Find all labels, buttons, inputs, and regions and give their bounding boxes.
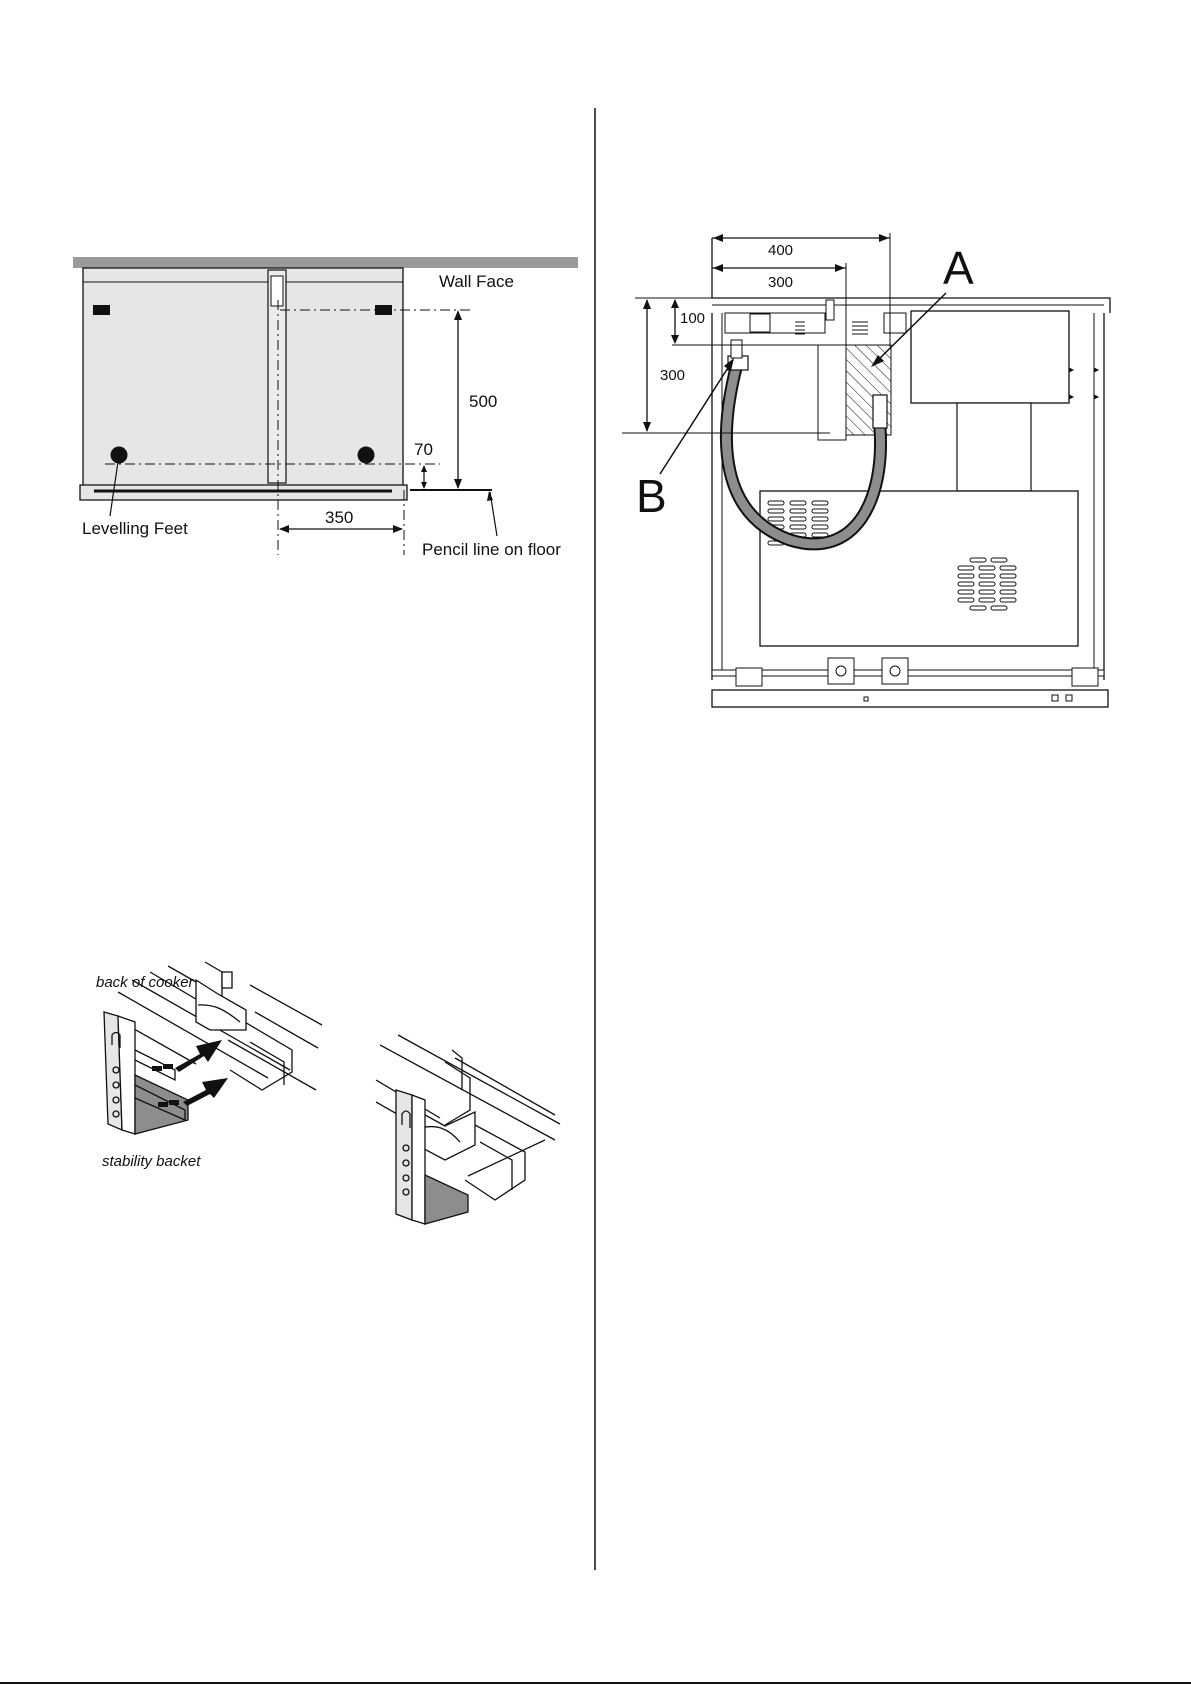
gas-connection-diagram: 400 300 100 300 A B <box>622 233 1110 707</box>
cooker-base <box>712 690 1108 707</box>
stability-bracket-label: stability backet <box>102 1153 201 1170</box>
wall-strip <box>73 257 578 268</box>
label-a: A <box>943 242 974 294</box>
cooker-back-panel <box>83 268 403 490</box>
mount-slot-left <box>93 305 110 315</box>
vertical-channel <box>818 345 846 440</box>
dim-300-vertical-label: 300 <box>660 367 685 384</box>
label-b: B <box>636 470 667 522</box>
control-box <box>911 311 1069 403</box>
dim-350-label: 350 <box>325 508 353 527</box>
center-column <box>957 403 1031 491</box>
rear-view-diagram: Wall Face 500 70 350 Levelling Feet Penc… <box>73 257 578 559</box>
stability-bracket-step-2 <box>376 1035 560 1224</box>
back-of-cooker-label: back of cooker <box>96 974 195 991</box>
dim-300-horizontal-label: 300 <box>768 274 793 291</box>
dim-500-label: 500 <box>469 392 497 411</box>
wall-face-label: Wall Face <box>439 272 514 291</box>
dim-70-label: 70 <box>414 440 433 459</box>
installed-bracket-plate <box>396 1090 412 1220</box>
dim-400-label: 400 <box>768 242 793 259</box>
levelling-foot-right <box>358 447 375 464</box>
dim-100-label: 100 <box>680 310 705 327</box>
oven-box <box>760 491 1078 646</box>
levelling-feet-label: Levelling Feet <box>82 519 188 538</box>
connector-a <box>873 395 887 428</box>
pencil-line-label: Pencil line on floor <box>422 540 561 559</box>
